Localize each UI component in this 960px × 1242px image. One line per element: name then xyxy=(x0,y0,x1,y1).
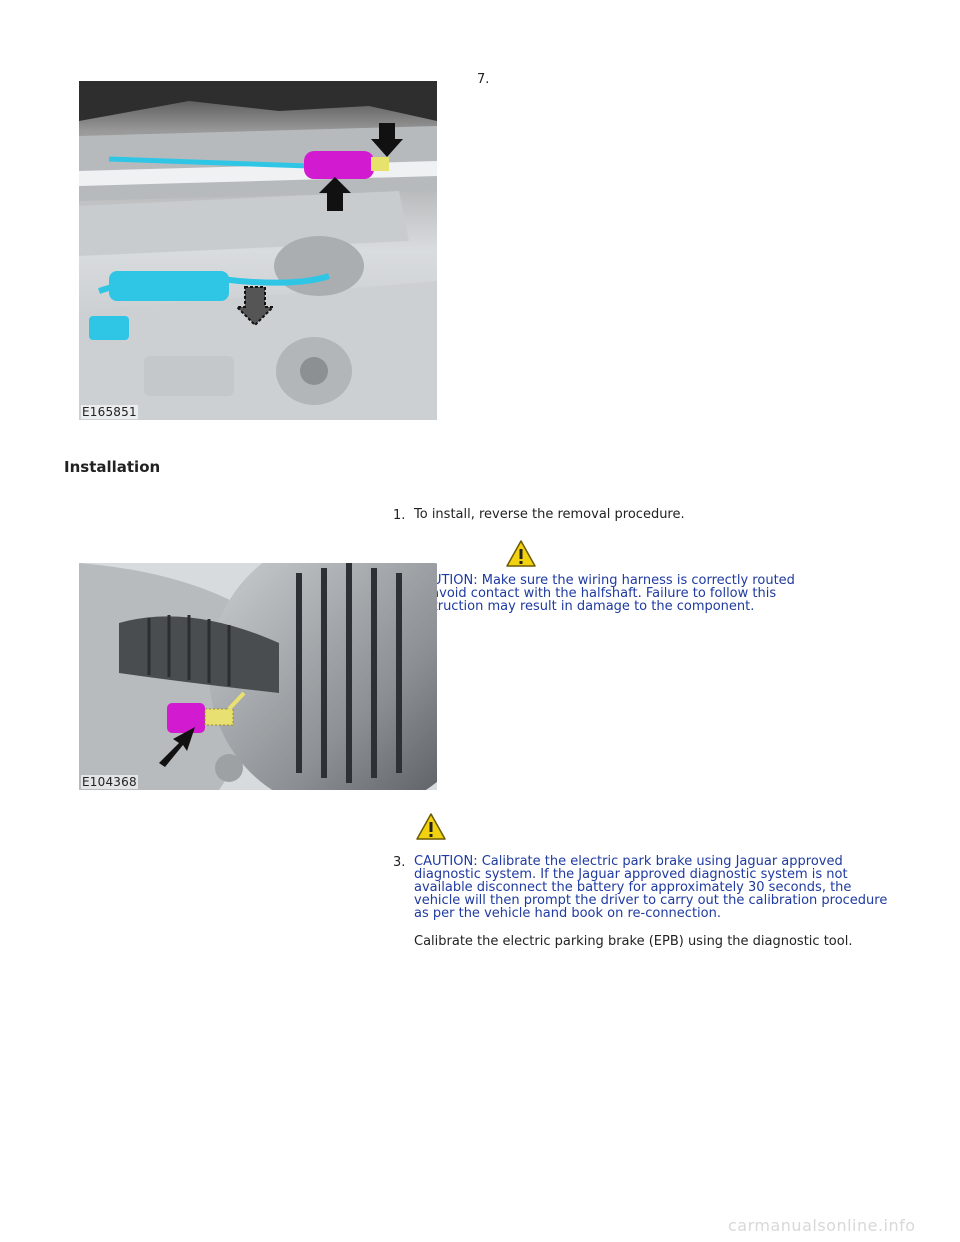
step-number: 1. xyxy=(393,508,406,523)
figure-e104368: E104368 xyxy=(79,563,437,790)
watermark-text: carmanualsonline.info xyxy=(728,1216,916,1235)
caution-line: available disconnect the battery for app… xyxy=(414,880,852,895)
caution-line: CAUTION: Calibrate the electric park bra… xyxy=(414,854,843,869)
caution-line: to avoid contact with the halfshaft. Fai… xyxy=(414,586,777,601)
figure-e104368-illustration xyxy=(79,563,437,790)
warning-icon xyxy=(506,540,536,567)
step-number: 7. xyxy=(477,72,490,87)
caution-text: CAUTION: Calibrate the electric park bra… xyxy=(414,855,914,920)
caution-line: instruction may result in damage to the … xyxy=(414,599,755,614)
warning-icon xyxy=(416,813,446,840)
figure-e165851: E165851 xyxy=(79,81,437,420)
figure-e165851-illustration xyxy=(79,81,437,420)
step-number: 3. xyxy=(393,855,406,870)
step-text: To install, reverse the removal procedur… xyxy=(414,507,685,522)
caution-line: vehicle will then prompt the driver to c… xyxy=(414,893,888,908)
caution-line: as per the vehicle hand book on re-conne… xyxy=(414,906,721,921)
caution-line: CAUTION: Make sure the wiring harness is… xyxy=(414,573,795,588)
caution-text: CAUTION: Make sure the wiring harness is… xyxy=(414,574,894,613)
figure-label: E104368 xyxy=(81,775,138,789)
figure-label: E165851 xyxy=(81,405,138,419)
step-text: Calibrate the electric parking brake (EP… xyxy=(414,934,853,949)
section-heading-installation: Installation xyxy=(64,458,161,476)
caution-line: diagnostic system. If the Jaguar approve… xyxy=(414,867,848,882)
